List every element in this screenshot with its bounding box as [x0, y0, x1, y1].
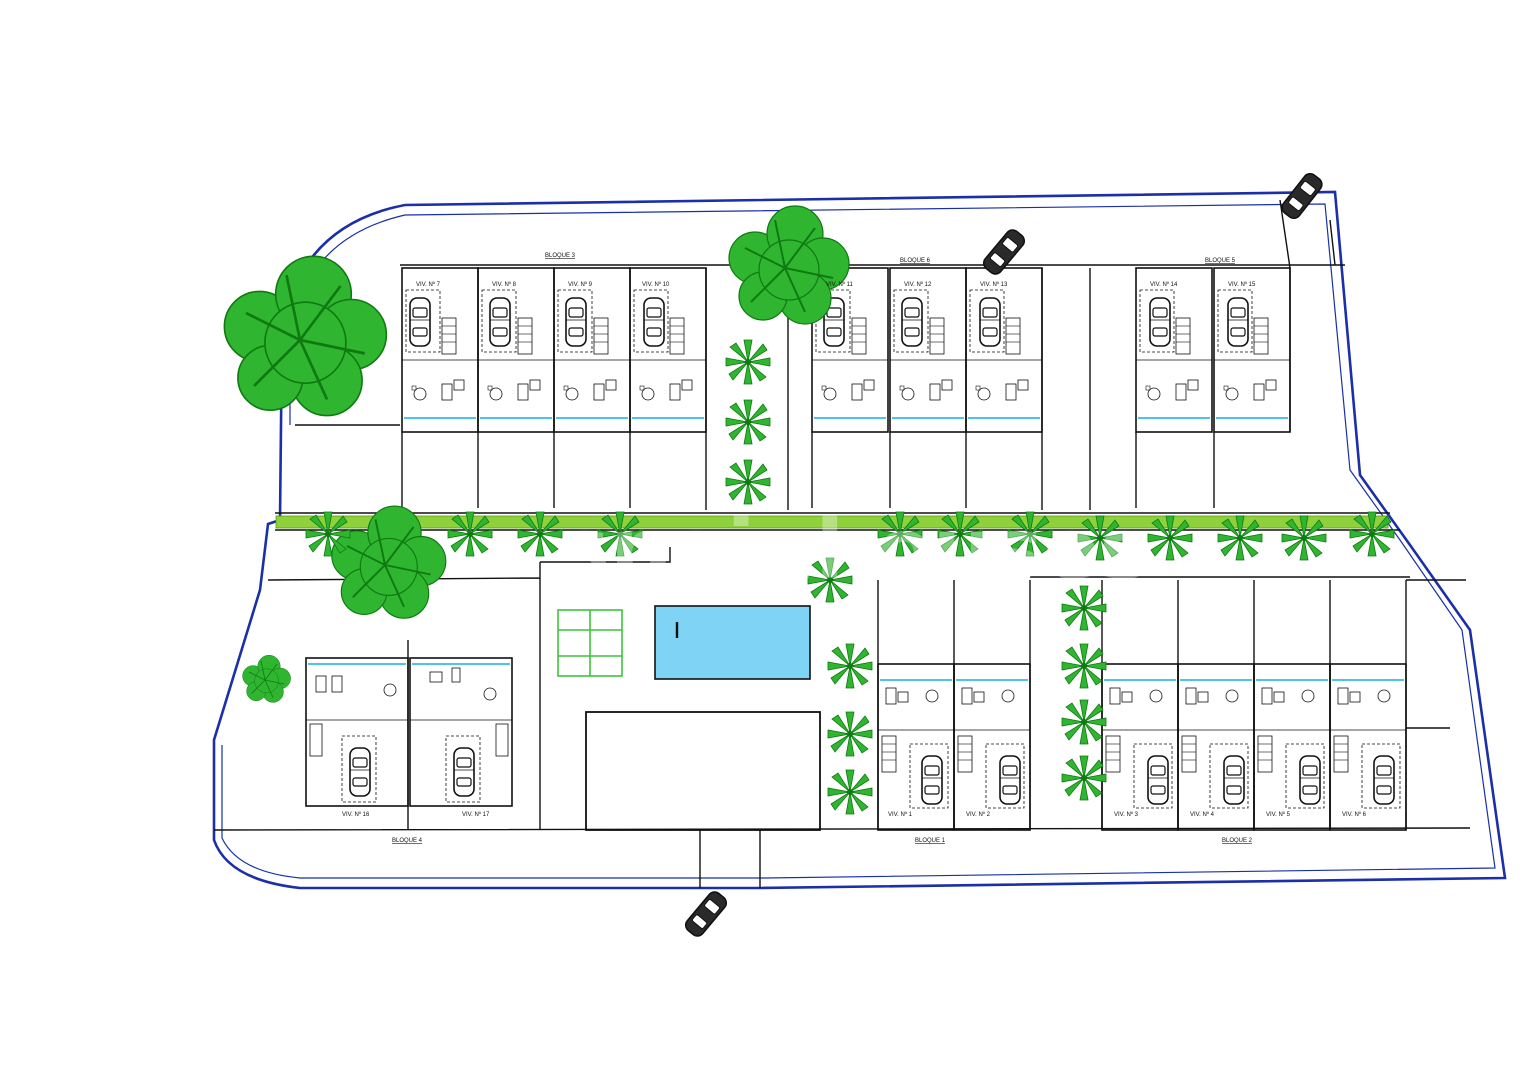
- top-lane-lines: [295, 199, 1345, 426]
- unit-label-13: VIV. Nº 13: [980, 281, 1008, 288]
- unit-label-3: VIV. Nº 3: [1114, 811, 1139, 818]
- unit-label-1: VIV. Nº 1: [888, 811, 913, 818]
- unit-label-8: VIV. Nº 8: [492, 281, 517, 288]
- unit-label-10: VIV. Nº 10: [642, 281, 670, 288]
- unit-label-15: VIV. Nº 15: [1228, 281, 1256, 288]
- unit-label-17: VIV. Nº 17: [462, 811, 490, 818]
- unit-label-5: VIV. Nº 5: [1266, 811, 1291, 818]
- sports-court: [557, 609, 623, 677]
- bottom-lane-lines: [213, 579, 1471, 888]
- communal-building: [585, 711, 821, 831]
- unit-label-12: VIV. Nº 12: [904, 281, 932, 288]
- block-2-units: [1101, 579, 1407, 831]
- block-3-units: [401, 267, 707, 510]
- block-label-6: BLOQUE 6: [900, 258, 931, 264]
- block-label-2: BLOQUE 2: [1222, 838, 1253, 844]
- block-label-4: BLOQUE 4: [392, 838, 423, 844]
- unit-label-14: VIV. Nº 14: [1150, 281, 1178, 288]
- unit-label-6: VIV. Nº 6: [1342, 811, 1367, 818]
- block-label-3: BLOQUE 3: [545, 253, 576, 259]
- swimming-pool: [654, 605, 811, 680]
- unit-label-7: VIV. Nº 7: [416, 281, 441, 288]
- unit-label-2: VIV. Nº 2: [966, 811, 991, 818]
- unit-label-9: VIV. Nº 9: [568, 281, 593, 288]
- unit-label-4: VIV. Nº 4: [1190, 811, 1215, 818]
- unit-label-16: VIV. Nº 16: [342, 811, 370, 818]
- block-1-units: [877, 579, 1031, 831]
- watermark: spainhouses: [560, 500, 1150, 598]
- block-label-1: BLOQUE 1: [915, 838, 946, 844]
- unit-label-11: VIV. Nº 11: [826, 281, 854, 288]
- block-5-units: [1089, 267, 1291, 510]
- block-4-units: [305, 640, 513, 830]
- block-label-5: BLOQUE 5: [1205, 258, 1236, 264]
